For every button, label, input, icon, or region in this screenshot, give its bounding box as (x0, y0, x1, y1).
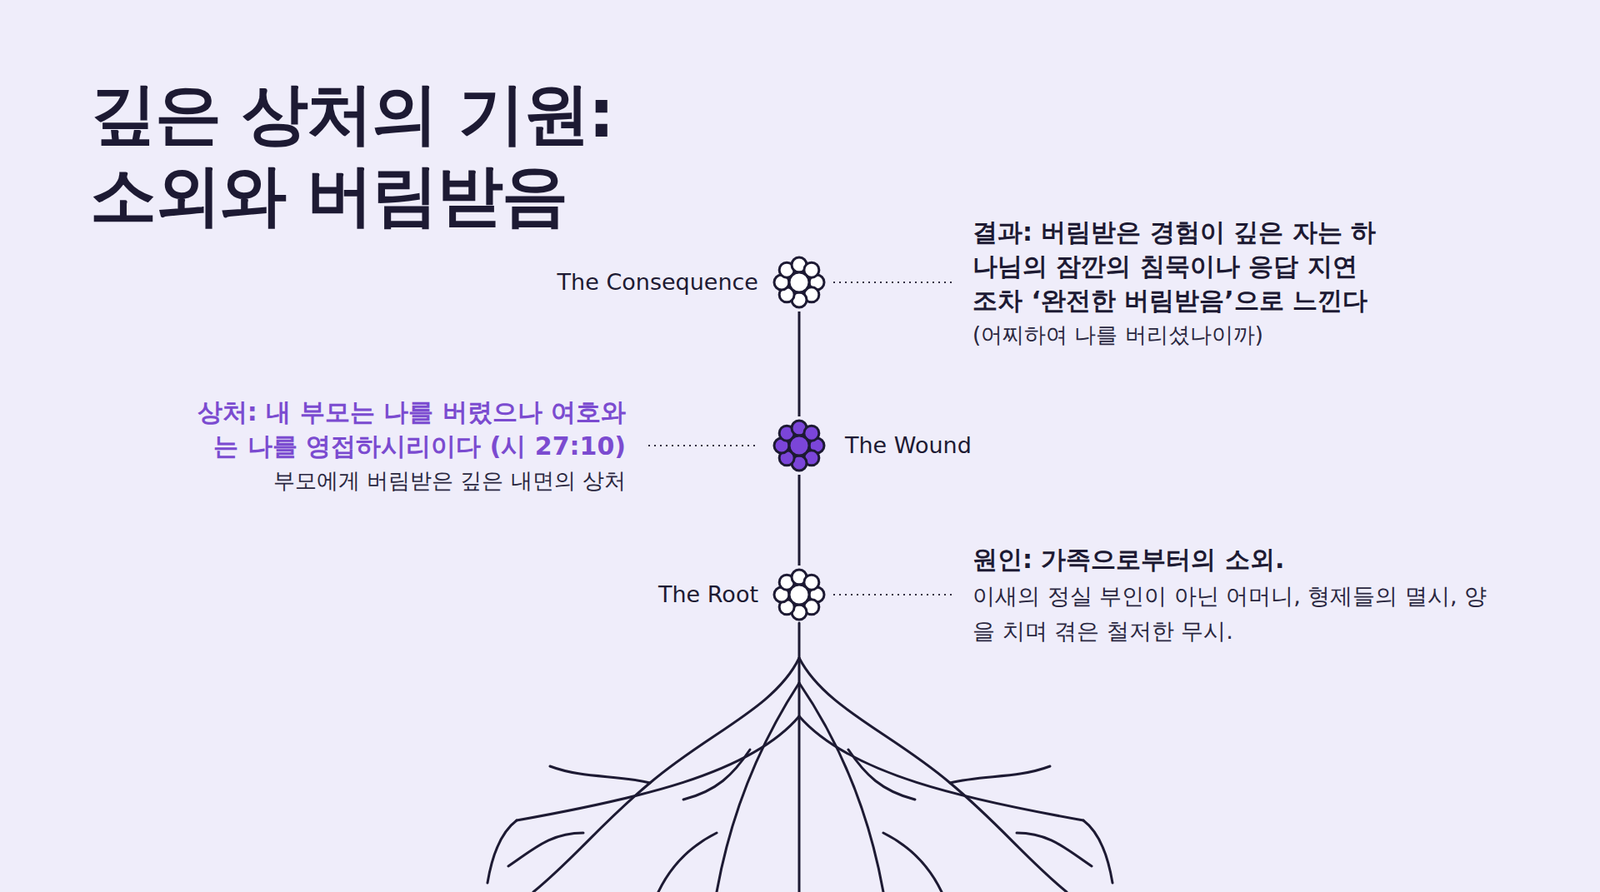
flower-node: 상처: 내 부모는 나를 버렸으나 여호와는 나를 영접하시리이다 (시 27:… (770, 416, 829, 475)
stage-heading: 원인: 가족으로부터의 소외. (972, 542, 1556, 577)
flower-icon (770, 253, 829, 312)
stem-connector (798, 311, 801, 417)
leader-line (833, 281, 953, 284)
flower-center (789, 435, 810, 456)
leader-line (833, 594, 953, 596)
stage-note: 부모에게 버림받은 깊은 내면의 상처 (273, 465, 626, 496)
flower-center (789, 272, 810, 293)
stem-connector (798, 475, 801, 566)
flower-node: The Consequence결과: 버림받은 경험이 깊은 자는 하나님의 잠… (770, 253, 829, 312)
stage-heading: 상처: 내 부모는 나를 버렸으나 여호와는 나를 영접하시리이다 (시 27:… (109, 395, 626, 464)
flower-node: The Root원인: 가족으로부터의 소외.이새의 정실 부인이 아닌 어머니… (770, 565, 829, 625)
stage-note: (어찌하여 나를 버리셨나이까) (972, 320, 1264, 350)
stage-label: The Wound (845, 431, 972, 460)
stage-heading: 결과: 버림받은 경험이 깊은 자는 하나님의 잠깐의 침묵이나 응답 지연조차… (972, 215, 1481, 318)
stage-label: The Consequence (557, 268, 759, 297)
stage-label: The Root (658, 580, 759, 610)
stage-note: 이새의 정실 부인이 아닌 어머니, 형제들의 멸시, 양을 치며 겪은 철저한… (972, 579, 1506, 650)
tree-roots (487, 623, 1113, 892)
leader-line (648, 445, 759, 447)
diagram-title: 깊은 상처의 기원: 소외와 버림받음 (90, 73, 690, 237)
flower-icon (770, 416, 829, 475)
flower-icon (770, 565, 829, 625)
flower-center (789, 585, 810, 605)
